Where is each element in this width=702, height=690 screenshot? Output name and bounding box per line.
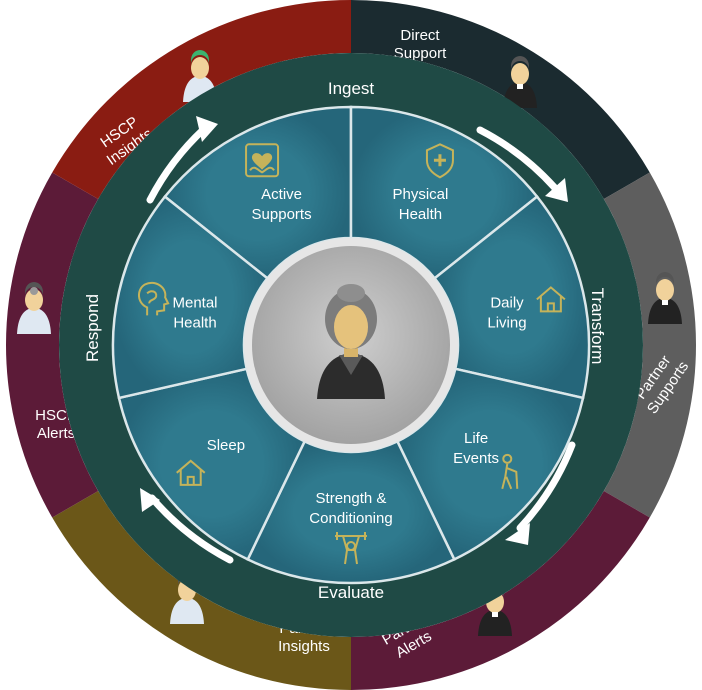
segment-label-line2: Events [453, 450, 499, 467]
segment-label-line2: Living [487, 314, 526, 331]
segment-label-line2: Health [399, 206, 442, 223]
segment-label-line1: Active [261, 186, 302, 203]
segment-label-sleep: Sleep [207, 437, 245, 454]
outer-sector-fill [603, 172, 696, 518]
arrow-transform-head-icon [545, 178, 568, 202]
hands-heart-icon [245, 143, 280, 178]
segment-label-line1: Daily [490, 294, 524, 311]
outer-sector-fill [351, 0, 650, 199]
elderly-walker-icon [501, 453, 519, 490]
segment-label-line2: Conditioning [309, 510, 392, 527]
segment-label-line1: Sleep [207, 437, 245, 454]
house-icon [536, 286, 566, 313]
arrow-ingest-head-icon [196, 116, 218, 142]
outer-label-line2: Support [394, 45, 447, 62]
arrow-transform-icon [476, 126, 559, 192]
outer-sector-fill [52, 0, 351, 199]
arrow-respond-icon [148, 494, 234, 564]
elderly-person-icon [317, 284, 385, 399]
arrow-evaluate-icon [516, 441, 576, 532]
segment-label-line1: Life [464, 430, 488, 447]
arrow-evaluate-head-icon [505, 523, 530, 545]
doctor-icon [17, 282, 51, 334]
outer-label-line1: HSCP [35, 407, 77, 424]
outer-sector-fill [6, 172, 99, 518]
outer-sector-fill [52, 491, 351, 690]
cycle-label-transform: Transform [588, 288, 607, 365]
segment-label-line2: Supports [252, 206, 312, 223]
outer-ring: DirectSupportPartnerSupportsPartnerAlert… [6, 0, 696, 690]
segment-label-line2: Health [173, 314, 216, 331]
outer-label-line2: Insights [278, 638, 330, 655]
segment-label-line1: Physical [392, 186, 448, 203]
segment-strength-conditioning: Strength & Conditioning [246, 439, 456, 585]
outer-label-line2: Alerts [37, 425, 75, 442]
cycle-label-ingest: Ingest [328, 79, 375, 98]
outer-label-line1: Direct [400, 27, 440, 44]
arrow-respond-head-icon [140, 488, 160, 512]
shield-plus-icon [425, 143, 454, 179]
cycle-label-evaluate: Evaluate [318, 583, 384, 602]
center-hub [244, 238, 458, 452]
outer-sector-partner-supports: PartnerSupports [603, 172, 696, 518]
house-icon [176, 459, 206, 486]
segment-label-strength-conditioning: Strength & Conditioning [309, 490, 392, 527]
weightlifter-icon [335, 532, 367, 565]
outer-sector-fill [351, 491, 650, 690]
segment-label-line1: Mental [172, 294, 217, 311]
head-brain-icon [138, 281, 170, 316]
cycle-label-respond: Respond [83, 294, 102, 362]
priest-person-icon [648, 272, 682, 324]
segment-label-line1: Strength & [316, 490, 387, 507]
